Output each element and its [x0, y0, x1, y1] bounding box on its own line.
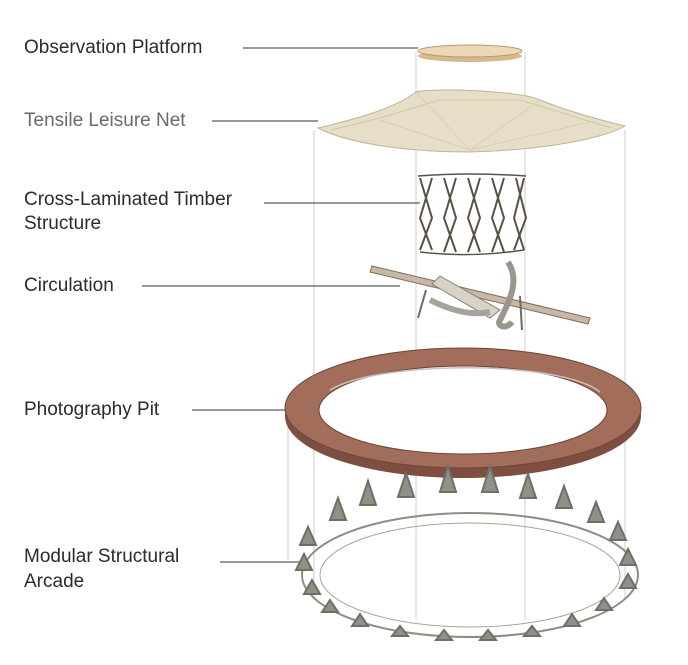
photography-pit-drawing [285, 348, 641, 478]
label-photography-pit: Photography Pit [24, 398, 159, 422]
label-observation-platform: Observation Platform [24, 36, 202, 60]
label-tensile-net: Tensile Leisure Net [24, 109, 186, 133]
observation-platform-drawing [418, 45, 522, 62]
tensile-net-drawing [318, 90, 625, 152]
label-arcade-line1: Modular Structural [24, 545, 179, 569]
timber-structure-drawing [418, 174, 526, 255]
arcade-drawing [296, 466, 638, 640]
label-circulation: Circulation [24, 274, 114, 298]
label-arcade-line2: Arcade [24, 570, 84, 594]
label-timber-line2: Structure [24, 212, 101, 236]
label-timber-line1: Cross-Laminated Timber [24, 188, 232, 212]
circulation-drawing [370, 262, 590, 330]
